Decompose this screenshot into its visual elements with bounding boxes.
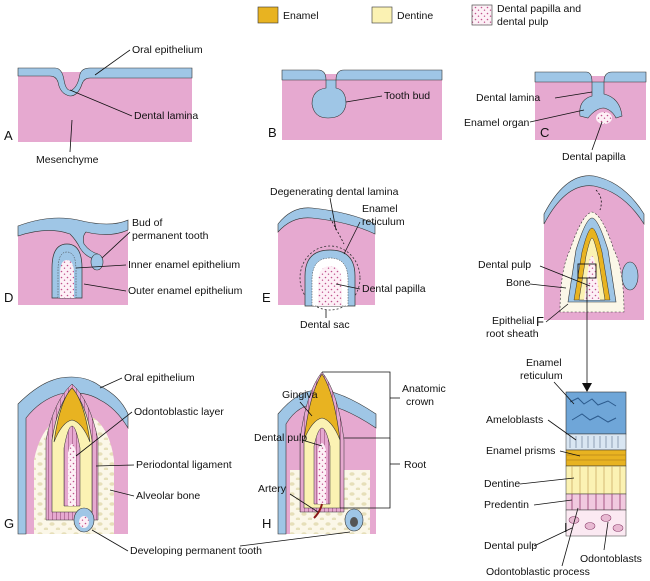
panel-g: Oral epithelium Odontoblastic layer Peri… (4, 372, 262, 557)
panel-c: Dental lamina Enamel organ Dental papill… (464, 71, 647, 163)
label-dental-papilla: Dental papilla (362, 283, 426, 295)
label-periodontal-ligament: Periodontal ligament (136, 459, 232, 471)
label-tooth-bud: Tooth bud (384, 90, 430, 102)
legend-dentine: Dentine (397, 10, 433, 22)
label-crown-line1: Anatomic (402, 383, 446, 395)
dental-papilla (60, 260, 74, 298)
oral-epithelium (17, 67, 193, 97)
label-sheath-line2: root sheath (486, 328, 539, 340)
label-odontoblastic-layer: Odontoblastic layer (134, 406, 224, 418)
label-dentine: Dentine (484, 478, 520, 490)
oral-epithelium (277, 207, 376, 235)
enamel (303, 373, 341, 441)
panel-e: Degenerating dental lamina Enamel reticu… (262, 186, 426, 331)
label-developing-tooth: Developing permanent tooth (130, 545, 262, 557)
label-dental-lamina: Dental lamina (476, 92, 540, 104)
label-enamel-prisms: Enamel prisms (486, 445, 555, 457)
legend: Enamel Dentine Dental papilla and dental… (257, 3, 581, 28)
label-bone: Bone (506, 277, 531, 289)
legend-pulp-line2: dental pulp (497, 16, 549, 28)
label-dental-pulp: Dental pulp (484, 540, 537, 552)
permanent-bud (90, 253, 104, 271)
label-crown-line2: crown (406, 396, 434, 408)
label-dental-pulp: Dental pulp (478, 259, 531, 271)
label-reticulum-line1: Enamel (526, 357, 562, 369)
label-alveolar-bone: Alveolar bone (136, 490, 200, 502)
label-gingiva: Gingiva (282, 389, 318, 401)
oral-epithelium (543, 175, 645, 226)
enamel (53, 387, 91, 443)
label-dental-papilla: Dental papilla (562, 151, 626, 163)
dental-pulp (68, 444, 76, 506)
label-oral-epithelium: Oral epithelium (132, 44, 203, 56)
label-dental-lamina: Dental lamina (134, 110, 198, 122)
panel-a: Oral epithelium Dental lamina Mesenchyme… (4, 44, 203, 166)
panel-letter-e: E (262, 290, 271, 305)
label-bud-line1: Bud of (132, 217, 162, 229)
panel-letter-h: H (262, 516, 271, 531)
enamel-organ (534, 71, 647, 119)
dental-papilla (318, 266, 342, 306)
legend-enamel: Enamel (283, 10, 319, 22)
panel-h: Gingiva Dental pulp Artery Anatomic crow… (239, 371, 446, 547)
panel-letter-i: I (564, 520, 568, 535)
label-oral-epithelium: Oral epithelium (124, 372, 195, 384)
permanent-bud (621, 261, 639, 291)
label-mesenchyme: Mesenchyme (36, 154, 99, 166)
enamel-prisms-layer (565, 449, 627, 467)
oral-epithelium (17, 376, 129, 535)
mesenchyme (282, 74, 442, 140)
label-bud-line2: permanent tooth (132, 230, 209, 242)
label-degenerating-lamina: Degenerating dental lamina (270, 186, 399, 198)
mesenchyme (18, 72, 192, 142)
panel-d: Bud of permanent tooth Inner enamel epit… (4, 217, 243, 305)
label-dental-sac: Dental sac (300, 319, 350, 331)
panel-letter-a: A (4, 128, 13, 143)
pulp-swatch (471, 4, 493, 26)
panel-letter-b: B (268, 125, 277, 140)
panel-letter-f: F (536, 314, 544, 329)
label-outer-enamel-epithelium: Outer enamel epithelium (128, 285, 243, 297)
dental-pulp (318, 443, 326, 504)
label-artery: Artery (258, 483, 287, 495)
label-odontoblastic-process: Odontoblastic process (486, 566, 590, 578)
legend-pulp-line1: Dental papilla and (497, 3, 581, 15)
crown-bracket (322, 371, 391, 439)
panel-i: Enamel reticulum Ameloblasts Enamel pris… (484, 357, 642, 578)
artery (313, 503, 323, 519)
label-odontoblasts: Odontoblasts (580, 553, 642, 565)
label-ameloblasts: Ameloblasts (486, 414, 543, 426)
tooth-bud (281, 69, 443, 119)
enamel-swatch (257, 6, 279, 24)
dental-papilla (596, 112, 612, 124)
panel-f: Dental pulp Bone Epithelial root sheath … (478, 175, 645, 392)
label-predentin: Predentin (484, 499, 529, 511)
panel-letter-d: D (4, 290, 13, 305)
dental-sac (299, 245, 361, 311)
dentine-swatch (371, 6, 393, 24)
label-root: Root (404, 459, 426, 471)
root-bracket (340, 438, 391, 509)
label-reticulum-line2: reticulum (362, 216, 405, 228)
label-reticulum-line2: reticulum (520, 370, 563, 382)
label-dental-pulp: Dental pulp (254, 432, 307, 444)
label-inner-enamel-epithelium: Inner enamel epithelium (128, 259, 240, 271)
oral-epithelium (17, 217, 129, 261)
label-enamel-organ: Enamel organ (464, 117, 530, 129)
label-sheath-line1: Epithelial (492, 315, 535, 327)
label-reticulum-line1: Enamel (362, 203, 398, 215)
panel-letter-c: C (540, 125, 549, 140)
panel-b: Tooth bud B (268, 69, 443, 140)
panel-letter-g: G (4, 516, 14, 531)
ameloblasts-layer (565, 433, 627, 451)
enamel-reticulum-layer (565, 391, 627, 435)
